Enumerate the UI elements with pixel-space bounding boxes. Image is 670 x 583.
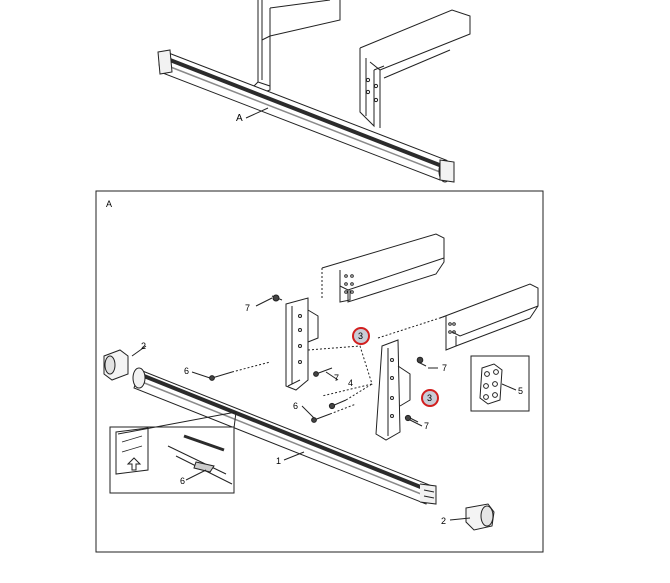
part-5-box [470,355,530,412]
callout-part-2-left: 2 [141,341,146,351]
upper-chassis-rail [321,233,445,303]
callout-part-5: 5 [518,386,523,396]
callout-part-7-lower: 7 [424,421,429,431]
overview-callout-a-leader [245,107,269,119]
overview-bar [157,49,455,183]
overview-view [157,0,471,183]
overview-callout-a: A [236,113,243,124]
leader-lines [117,297,471,521]
detail-frame-label: A [106,199,112,209]
overview-frame-right [359,9,471,128]
detail-frame [95,190,544,553]
callout-part-6-top: 6 [184,366,189,376]
bolts [209,294,427,423]
detail-view [103,233,539,531]
end-cap-right [465,503,495,531]
callout-part-4: 4 [348,378,353,388]
left-bracket [285,297,319,391]
highlight-markers [352,327,439,407]
main-bar [132,367,437,505]
alignment-lines [231,345,373,415]
callout-part-3-upper: 3 [358,331,363,341]
overview-frame-left [251,0,341,97]
lower-chassis-rail [377,283,539,351]
callout-part-7-right: 7 [442,363,447,373]
callout-part-6-mid: 6 [293,401,298,411]
callout-part-7-mid: 7 [334,373,339,383]
inset-box [109,426,235,494]
right-bracket [375,339,411,441]
callout-part-2-right: 2 [441,516,446,526]
callout-part-3-lower: 3 [427,393,432,403]
end-cap-left [103,349,129,381]
callout-part-6-inset: 6 [180,476,185,486]
callout-numbers: 7 3 2 6 7 4 7 5 3 6 7 1 6 2 [141,303,523,526]
callout-part-7-top: 7 [245,303,250,313]
callout-part-1: 1 [276,456,281,466]
